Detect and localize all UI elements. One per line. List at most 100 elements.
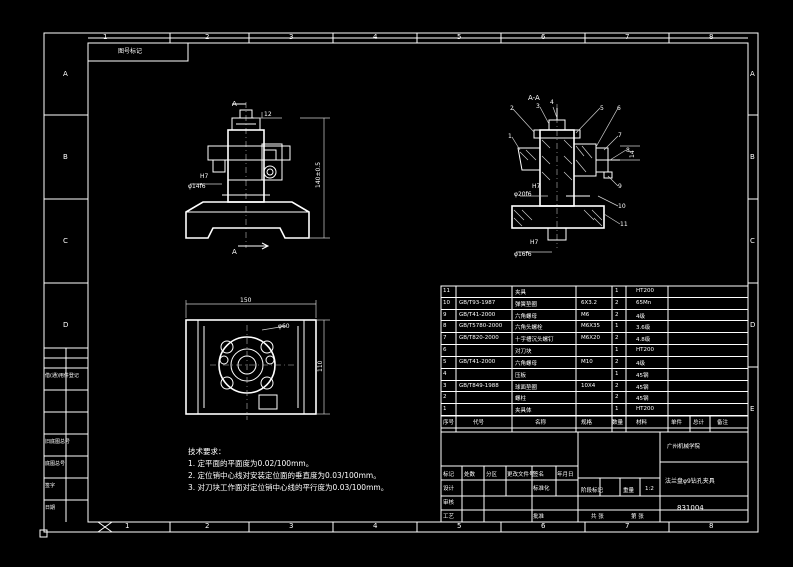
bom-cell-qty: 1 (615, 323, 619, 330)
bom-cell-name: 对刀块 (515, 349, 532, 356)
bom-cell-code: GB/T849-1988 (459, 382, 499, 389)
section-a-label-bottom: A (232, 248, 237, 256)
balloon-4: 4 (550, 99, 554, 106)
bom-cell-no: 4 (443, 370, 447, 377)
bom-cell-mat: 45钢 (636, 396, 649, 403)
tb-sign: 签名 (533, 472, 545, 478)
balloon-7: 7 (618, 132, 622, 139)
tech-req-title: 技术要求： (188, 447, 226, 456)
strip-label-1: 旧底图总号 (45, 439, 71, 445)
bom-h-mat: 材料 (636, 420, 648, 426)
bom-cell-name: 螺柱 (515, 396, 527, 403)
tb-weight: 重量 (623, 488, 635, 494)
bom-h-no: 序号 (443, 420, 455, 426)
col-4-bottom: 4 (373, 522, 378, 530)
bom-cell-no: 1 (443, 406, 447, 413)
bom-cell-mat: 4.8级 (636, 337, 651, 344)
col-5-bottom: 5 (457, 522, 462, 530)
bom-cell-name: 十字槽沉头螺钉 (515, 337, 554, 344)
col-1: 1 (103, 33, 108, 41)
corner-label-box (87, 42, 189, 62)
balloon-3: 3 (536, 103, 540, 110)
bom-row: 8 GB/T5780-2000 六角头螺栓 M6X35 1 3.6级 (441, 321, 748, 334)
tb-scale: 1:2 (645, 486, 654, 492)
section-view (511, 104, 640, 253)
row-d: D (63, 321, 69, 329)
tb-design: 设计 (443, 486, 455, 492)
bom-cell-mat: 3.6级 (636, 325, 651, 332)
dim-12: 12 (264, 111, 272, 118)
balloon-8: 8 (626, 147, 630, 154)
balloon-1: 1 (508, 133, 512, 140)
bom-cell-no: 11 (443, 288, 450, 294)
bom-cell-mat: HT200 (636, 347, 654, 354)
bom-h-total: 总计 (693, 420, 705, 426)
title-block-text: 广州机械学院 法兰盘φ9钻孔夹具 831004 1:2 共 张 第 张 标记 处… (441, 432, 748, 522)
dia-label-front: φ14f6 (188, 183, 206, 190)
center-mark-icon (39, 521, 113, 538)
title-block (440, 431, 749, 523)
corner-box-label: 图号标记 (118, 48, 143, 55)
dim-150: 150 (240, 297, 252, 304)
col-3-bottom: 3 (289, 522, 294, 530)
bom-cell-name: 六角头螺栓 (515, 325, 543, 332)
col-8: 8 (709, 33, 714, 41)
tb-title: 法兰盘φ9钻孔夹具 (665, 478, 715, 485)
tb-zone: 分区 (486, 472, 498, 478)
bom-cell-code: GB/T5780-2000 (459, 323, 503, 330)
dim-14: 14 (629, 150, 636, 158)
top-view-labels: 150 φ60 110 (240, 297, 324, 372)
strip-label-3: 签字 (45, 483, 56, 489)
bom-cell-name: 夹具 (515, 290, 527, 296)
dim-110: 110 (317, 360, 324, 372)
bom-cell-qty: 1 (615, 406, 619, 413)
bom-cell-qty: 2 (615, 335, 619, 342)
row-b: B (63, 153, 68, 161)
row-c: C (63, 237, 68, 245)
bom-cell-no: 6 (443, 347, 447, 354)
bom-cell-no: 5 (443, 358, 447, 365)
row-d-right: D (750, 321, 756, 329)
bom-cell-spec: M6X35 (581, 323, 601, 330)
right-zone-ruler (748, 114, 758, 368)
tb-date: 年月日 (557, 472, 574, 478)
bom-cell-qty: 2 (615, 382, 619, 389)
bom-cell-no: 8 (443, 323, 447, 330)
col-2: 2 (205, 33, 210, 41)
row-e-right: E (750, 405, 755, 413)
section-a-label-top: A (232, 100, 237, 108)
bom-cell-no: 10 (443, 299, 450, 306)
balloon-2: 2 (510, 105, 514, 112)
bom-cell-name: 弹簧垫圈 (515, 301, 538, 308)
bom-cell-name: 夹具体 (515, 408, 532, 415)
bom-cell-code: GB/T93-1987 (459, 299, 496, 306)
balloon-10: 10 (618, 203, 626, 210)
tb-sheet: 共 张 (591, 514, 604, 520)
bom-cell-code: GB/T820-2000 (459, 335, 499, 342)
bom-h-code: 代号 (473, 420, 485, 426)
bom-cell-mat: 4级 (636, 360, 645, 367)
bom-cell-qty: 1 (615, 288, 619, 294)
h7-label-front: H7 (200, 173, 209, 180)
bom-header: 序号 代号 名称 规格 数量 材料 单件 总计 备注 (441, 418, 748, 430)
bom-cell-code: GB/T41-2000 (459, 311, 496, 318)
strip-label-2: 底图总号 (45, 461, 66, 467)
bom-cell-code: GB/T41-2000 (459, 358, 496, 365)
bom-cell-qty: 2 (615, 311, 619, 318)
row-b-right: B (750, 153, 755, 161)
bom-h-unit: 单件 (671, 420, 683, 426)
bom-cell-no: 9 (443, 311, 447, 318)
tech-req-item-2: 2. 定位销中心线对安装定位面的垂直度为0.03/100mm。 (188, 471, 381, 480)
col-6: 6 (541, 33, 546, 41)
bom-cell-qty: 2 (615, 358, 619, 365)
strip-label-4: 日期 (45, 505, 56, 511)
section-title: A-A (528, 94, 540, 102)
tb-drawing-no: 831004 (677, 504, 704, 512)
